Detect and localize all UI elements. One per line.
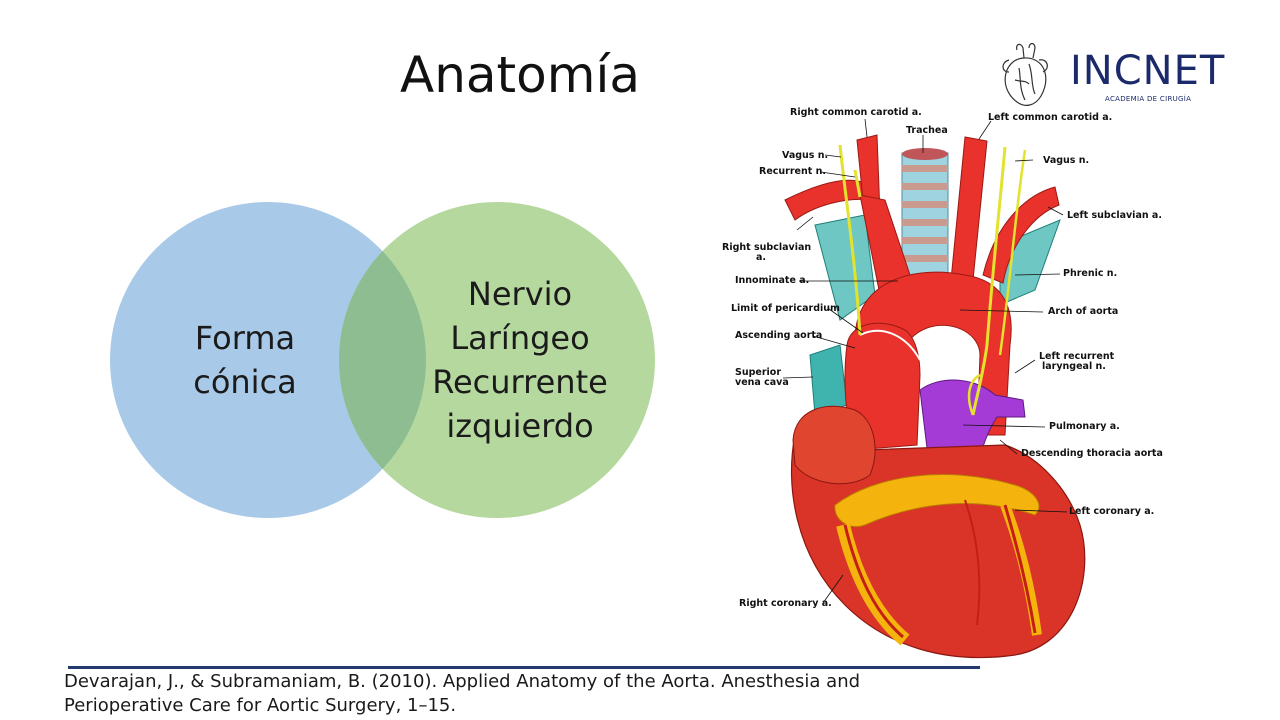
venn-right-text: Nervio Laríngeo Recurrente izquierdo [410,272,630,448]
label-left-recurrent-line: laryngeal n. [1042,361,1106,372]
label-right-coronary: Right coronary a. [739,598,832,609]
trachea [901,148,949,279]
logo-wordmark: INCNET [1070,48,1226,94]
label-ascending-aorta: Ascending aorta [735,330,823,341]
label-vagus-left: Vagus n. [1043,155,1090,166]
label-svc-line: Superior [735,367,782,378]
left-phrenic-nerve [998,149,1027,356]
label-vagus-right: Vagus n. [782,150,829,161]
aortic-arch [854,271,1012,436]
label-right-common-carotid: Right common carotid a. [790,107,922,118]
heart-illustration [782,118,1086,659]
label-descending-aorta: Descending thoracia aorta [1021,448,1163,459]
label-innominate: Innominate a. [735,275,810,286]
venn-left-line: Forma [194,319,296,357]
label-arch-aorta: Arch of aorta [1048,306,1119,317]
label-left-coronary: Left coronary a. [1069,506,1155,517]
logo-tagline: ACADEMIA DE CIRUGÍA [1105,95,1192,103]
left-vagus-nerve [971,146,1007,416]
venn-right-line: Nervio [467,275,573,313]
footer-rule [68,666,980,669]
left-recurrent-laryngeal-nerve [967,373,981,416]
label-right-subclavian-line: Right subclavian [722,242,812,253]
citation-text: Devarajan, J., & Subramaniam, B. (2010).… [64,671,861,716]
venn-right-line: Recurrente [432,363,608,401]
label-svc-line: vena cava [735,377,789,388]
label-right-subclavian: Right subclavian a. [722,243,811,263]
label-recurrent: Recurrent n. [759,166,826,177]
right-atrium [792,405,876,485]
left-common-carotid-artery [950,136,988,281]
pericardium-limit-line [859,330,921,361]
venn-left-line: cónica [193,363,297,401]
label-pulmonary: Pulmonary a. [1049,421,1120,432]
label-limit-pericardium: Limit of pericardium [731,303,840,314]
label-right-subclavian-line: a. [756,252,767,263]
label-trachea: Trachea [906,125,948,136]
slide-title: Anatomía [400,46,640,104]
incnet-logo: INCNET ACADEMIA DE CIRUGÍA [995,42,1235,112]
right-recurrent-nerve [853,169,862,198]
label-phrenic: Phrenic n. [1063,268,1118,279]
label-left-common-carotid: Left common carotid a. [988,112,1113,123]
label-leader-lines [782,118,1068,604]
superior-vena-cava [809,344,848,416]
label-left-subclavian: Left subclavian a. [1067,210,1162,221]
left-coronary-artery [1003,504,1037,634]
venn-circle-left [110,202,426,518]
heart-anatomy-figure: Right common carotid a. Left common caro… [715,105,1163,660]
venn-right-line: Laríngeo [450,319,590,357]
right-vagus-nerve [838,144,862,336]
right-coronary-artery [843,524,904,639]
label-left-recurrent-laryngeal: Left recurrent laryngeal n. [1039,352,1114,372]
venn-left-text: Forma cónica [150,316,340,404]
venn-circle-right [339,202,655,518]
label-superior-vena-cava: Superior vena cava [735,368,789,388]
label-left-recurrent-line: Left recurrent [1039,351,1115,362]
left-coronary-branch [964,499,981,626]
epicardial-fat [834,474,1040,528]
venn-right-line: izquierdo [446,407,594,445]
anatomical-heart-icon [1002,42,1048,106]
